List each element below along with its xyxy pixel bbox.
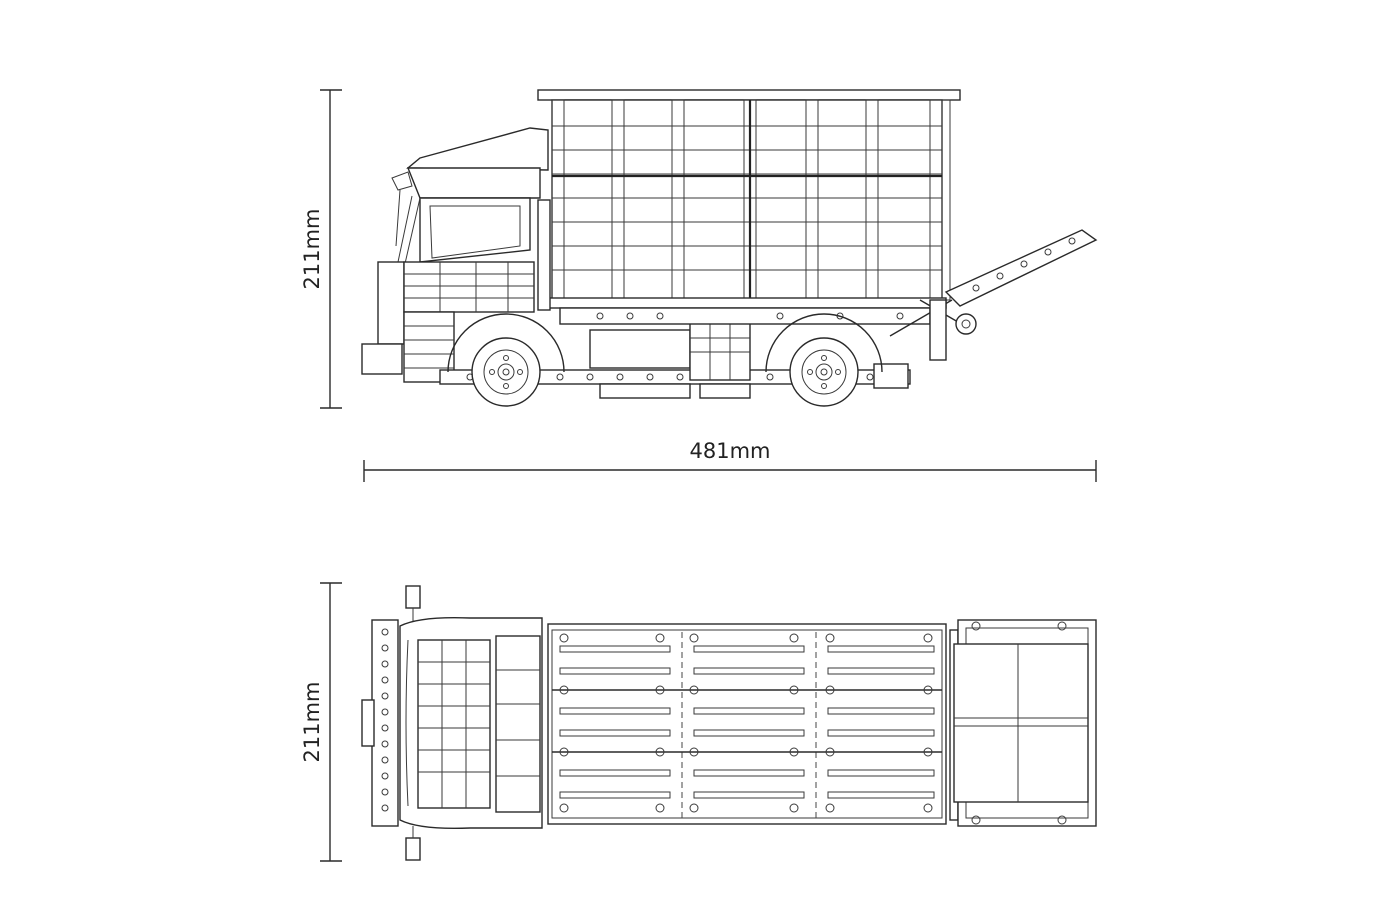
- rear-wheel: [789, 337, 859, 407]
- top-height-label: 211mm: [300, 682, 324, 763]
- truck-side-view: [361, 89, 1098, 407]
- side-height-dimension: 211mm: [300, 89, 342, 409]
- tail-ramp: [889, 229, 1098, 361]
- truck-top-view: [361, 585, 1097, 861]
- top-height-dimension: 211mm: [300, 582, 342, 862]
- cargo-box-side: [537, 89, 961, 309]
- cab-top: [399, 617, 543, 829]
- rear-platform-top: [949, 619, 1097, 827]
- front-top: [361, 585, 421, 861]
- side-length-label: 481mm: [690, 439, 771, 463]
- cargo-deck-top: [547, 623, 947, 825]
- side-length-dimension: 481mm: [363, 439, 1097, 482]
- side-height-label: 211mm: [300, 209, 324, 290]
- front-wheel: [471, 337, 541, 407]
